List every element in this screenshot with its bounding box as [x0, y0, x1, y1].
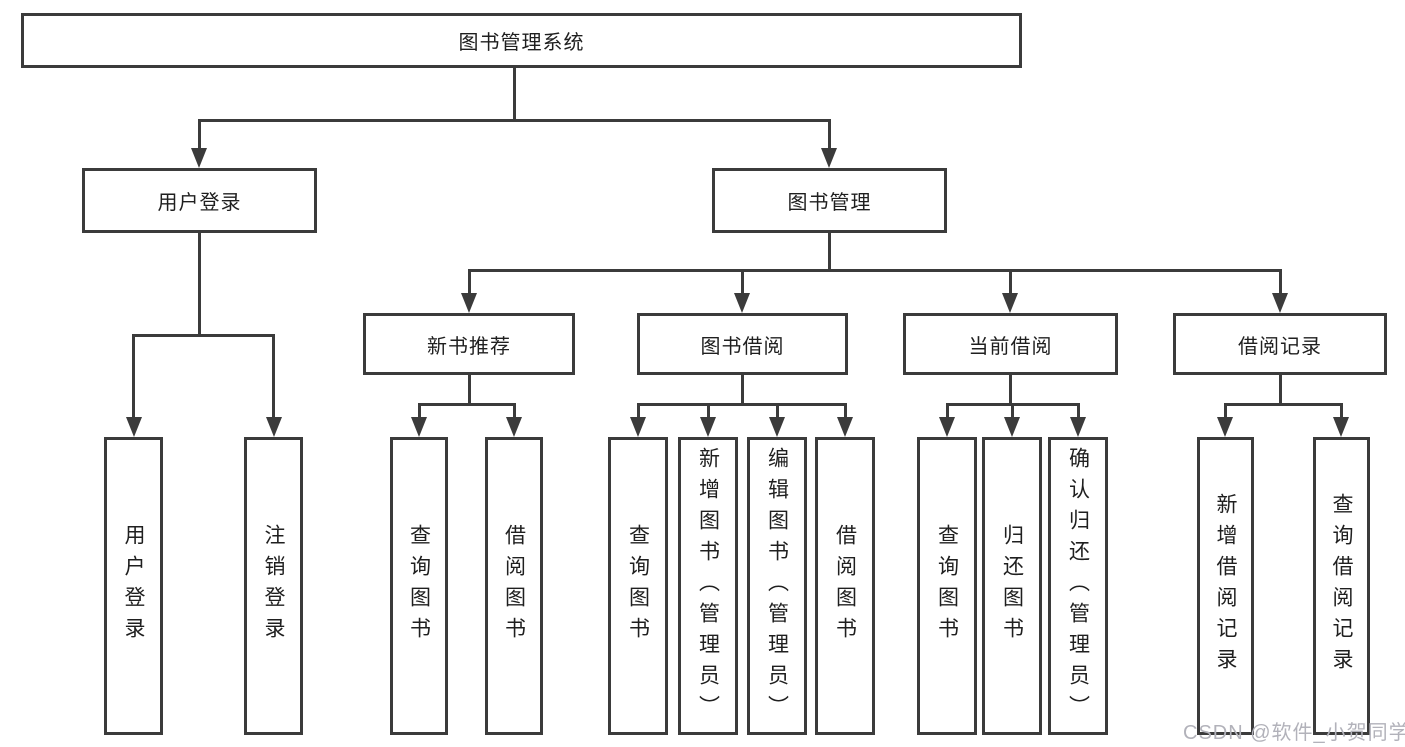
leaf-add-books-admin: 新增图书（管理员） — [678, 437, 738, 735]
connector-line — [513, 68, 516, 122]
leaf-label: 查询图书 — [626, 524, 650, 648]
arrow-down-icon — [700, 417, 716, 437]
arrow-down-icon — [1272, 293, 1288, 313]
leaf-return-books: 归还图书 — [982, 437, 1042, 735]
connector-line — [198, 233, 201, 337]
arrow-down-icon — [1004, 417, 1020, 437]
node-current-borrowing: 当前借阅 — [903, 313, 1118, 375]
arrow-down-icon — [939, 417, 955, 437]
leaf-edit-books-admin: 编辑图书（管理员） — [747, 437, 807, 735]
leaf-borrow-books-recommend: 借阅图书 — [485, 437, 543, 735]
arrow-down-icon — [1002, 293, 1018, 313]
node-current-borrowing-label: 当前借阅 — [968, 335, 1053, 358]
connector-line — [1340, 403, 1343, 420]
connector-line — [1077, 403, 1080, 420]
leaf-borrow-books: 借阅图书 — [815, 437, 875, 735]
node-user-login: 用户登录 — [82, 168, 317, 233]
node-book-borrowing-label: 图书借阅 — [700, 335, 785, 358]
leaf-label: 编辑图书（管理员） — [765, 446, 789, 726]
arrow-down-icon — [1333, 417, 1349, 437]
node-root: 图书管理系统 — [21, 13, 1022, 68]
leaf-query-borrow-record: 查询借阅记录 — [1313, 437, 1370, 735]
connector-line — [1009, 269, 1012, 297]
arrow-down-icon — [821, 148, 837, 168]
connector-line — [132, 334, 135, 421]
connector-line — [513, 403, 516, 420]
leaf-query-books-recommend: 查询图书 — [390, 437, 448, 735]
connector-line — [1009, 375, 1012, 406]
connector-line — [272, 334, 275, 421]
connector-line — [418, 403, 516, 406]
arrow-down-icon — [461, 293, 477, 313]
node-user-login-label: 用户登录 — [157, 192, 242, 214]
node-borrowing-records: 借阅记录 — [1173, 313, 1387, 375]
node-book-borrowing: 图书借阅 — [637, 313, 848, 375]
arrow-down-icon — [411, 417, 427, 437]
arrow-down-icon — [1217, 417, 1233, 437]
leaf-label: 借阅图书 — [502, 524, 526, 648]
leaf-user-login: 用户登录 — [104, 437, 163, 735]
node-book-management-label: 图书管理 — [787, 192, 872, 214]
arrow-down-icon — [630, 417, 646, 437]
connector-line — [707, 403, 710, 420]
arrow-down-icon — [734, 293, 750, 313]
leaf-add-borrow-record: 新增借阅记录 — [1197, 437, 1254, 735]
arrow-down-icon — [126, 417, 142, 437]
node-new-book-recommend: 新书推荐 — [363, 313, 575, 375]
leaf-label: 新增图书（管理员） — [696, 446, 720, 726]
connector-line — [844, 403, 847, 420]
connector-line — [741, 375, 744, 406]
leaf-logout: 注销登录 — [244, 437, 303, 735]
connector-line — [1224, 403, 1227, 420]
connector-line — [198, 119, 201, 152]
leaf-label: 新增借阅记录 — [1214, 493, 1237, 679]
leaf-label: 借阅图书 — [833, 524, 857, 648]
leaf-label: 注销登录 — [262, 524, 285, 648]
connector-line — [741, 269, 744, 297]
leaf-label: 用户登录 — [122, 524, 145, 648]
leaf-label: 查询图书 — [407, 524, 431, 648]
connector-line — [946, 403, 949, 420]
node-borrowing-records-label: 借阅记录 — [1238, 335, 1322, 358]
node-new-book-recommend-label: 新书推荐 — [427, 335, 511, 358]
node-book-management: 图书管理 — [712, 168, 947, 233]
connector-line — [468, 269, 471, 297]
connector-line — [198, 119, 831, 122]
connector-line — [468, 269, 1282, 272]
csdn-watermark: CSDN @软件_小贺同学 — [1183, 722, 1405, 744]
connector-line — [776, 403, 779, 420]
connector-line — [1224, 403, 1342, 406]
connector-line — [132, 334, 275, 337]
leaf-label: 确认归还（管理员） — [1066, 446, 1090, 726]
leaf-label: 查询借阅记录 — [1330, 493, 1353, 679]
connector-line — [828, 119, 831, 152]
arrow-down-icon — [1070, 417, 1086, 437]
connector-line — [468, 375, 471, 406]
leaf-confirm-return-admin: 确认归还（管理员） — [1048, 437, 1108, 735]
arrow-down-icon — [191, 148, 207, 168]
connector-line — [418, 403, 421, 420]
leaf-query-books-current: 查询图书 — [917, 437, 977, 735]
arrow-down-icon — [837, 417, 853, 437]
connector-line — [1011, 403, 1014, 420]
arrow-down-icon — [506, 417, 522, 437]
connector-line — [828, 233, 831, 272]
connector-line — [637, 403, 640, 420]
node-root-label: 图书管理系统 — [458, 32, 585, 54]
connector-line — [1279, 269, 1282, 297]
arrow-down-icon — [769, 417, 785, 437]
connector-line — [637, 403, 847, 406]
leaf-label: 归还图书 — [1000, 524, 1024, 648]
arrow-down-icon — [266, 417, 282, 437]
leaf-query-books-borrowing: 查询图书 — [608, 437, 668, 735]
leaf-label: 查询图书 — [935, 524, 959, 648]
connector-line — [1279, 375, 1282, 406]
